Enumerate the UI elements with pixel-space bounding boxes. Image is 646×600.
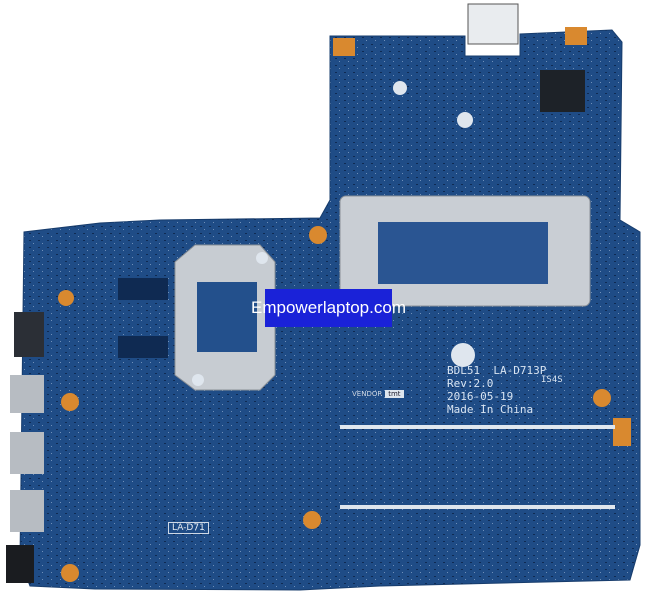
ec-chip [540,70,585,112]
board-date-label: 2016-05-19 [447,390,514,403]
memory-chip [118,336,168,358]
watermark-text: Empowerlaptop.com [251,289,406,327]
usb-port [10,432,44,474]
memory-chip [118,278,168,300]
board-origin-label: Made In China [447,403,534,416]
usb-port [10,375,44,413]
board-code-label: IS4S [541,375,563,385]
power-connector [467,3,519,45]
usb-port [10,490,44,532]
board-model-label: BDL51 LA-D713P [447,364,547,377]
mounting-pads [58,27,631,582]
gpu-die [197,282,257,352]
ram-slot-markers [340,425,615,509]
vendor-text: VENDOR [352,390,383,398]
cpu-die-area [378,222,548,284]
board-revision-label: Rev:2.0 [447,377,494,390]
audio-jack [6,545,34,583]
ethernet-port [14,312,44,357]
mounting-holes [192,81,475,386]
corner-model-label: LA-D71 [168,522,209,534]
vendor-value: tmt [385,390,404,398]
